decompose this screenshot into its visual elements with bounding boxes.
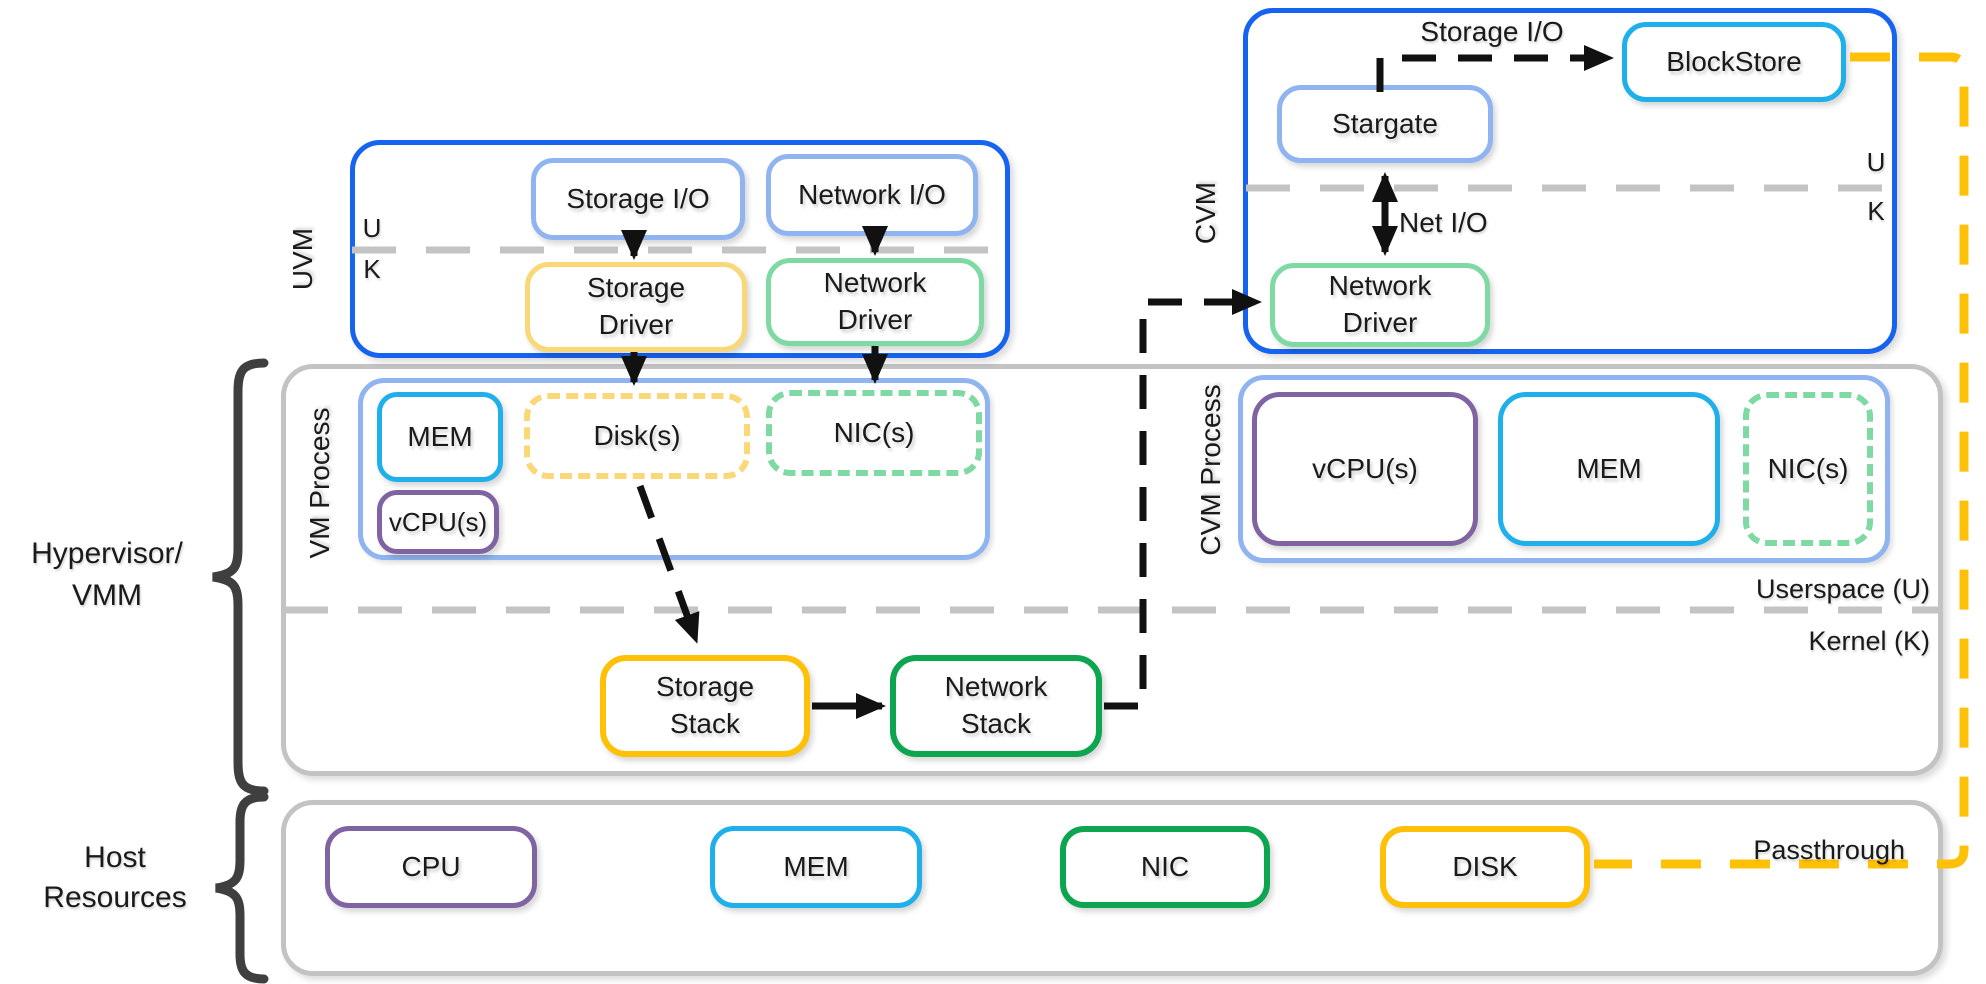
cvm-process-label: CVM Process bbox=[1195, 384, 1226, 556]
cvm-net-io-flow-label: Net I/O bbox=[1399, 207, 1488, 238]
host-disk-box: DISK bbox=[1380, 826, 1590, 908]
uvm-userspace-letter: U bbox=[362, 213, 382, 243]
cvm-vcpu-box: vCPU(s) bbox=[1252, 392, 1478, 546]
cvm-network-driver-box: Network Driver bbox=[1270, 263, 1490, 347]
userspace-label: Userspace (U) bbox=[1755, 574, 1930, 604]
vm-vcpu-box: vCPU(s) bbox=[377, 490, 499, 554]
host-nic-box: NIC bbox=[1060, 826, 1270, 908]
vm-disks-box: Disk(s) bbox=[524, 393, 750, 479]
uvm-network-driver-box: Network Driver bbox=[766, 258, 984, 346]
host-cpu-box: CPU bbox=[325, 826, 537, 908]
vm-process-label: VM Process bbox=[304, 407, 335, 559]
cvm-storage-io-flow-label: Storage I/O bbox=[1420, 16, 1564, 47]
host-resources-label: Host Resources bbox=[43, 841, 187, 914]
hypervisor-brace bbox=[212, 358, 269, 796]
storage-stack-box: Storage Stack bbox=[600, 655, 810, 757]
cvm-stargate-box: Stargate bbox=[1277, 85, 1493, 163]
cvm-kernel-letter: K bbox=[1867, 196, 1885, 226]
network-stack-box: Network Stack bbox=[890, 655, 1102, 757]
vm-nics-box: NIC(s) bbox=[766, 390, 982, 476]
cvm-blockstore-box: BlockStore bbox=[1622, 22, 1846, 102]
uvm-storage-driver-box: Storage Driver bbox=[525, 262, 747, 352]
cvm-label: CVM bbox=[1190, 181, 1221, 245]
vm-mem-box: MEM bbox=[377, 392, 503, 482]
uvm-label: UVM bbox=[287, 227, 318, 291]
hypervisor-label: Hypervisor/ VMM bbox=[31, 537, 183, 612]
uvm-kernel-letter: K bbox=[363, 254, 381, 284]
cvm-userspace-letter: U bbox=[1866, 147, 1886, 177]
uvm-storage-io-box: Storage I/O bbox=[531, 158, 745, 240]
uvm-network-io-box: Network I/O bbox=[766, 154, 978, 236]
cvm-mem-box: MEM bbox=[1498, 392, 1720, 546]
host-mem-box: MEM bbox=[710, 826, 922, 908]
passthrough-label: Passthrough bbox=[1753, 835, 1905, 865]
cvm-nics-box: NIC(s) bbox=[1743, 392, 1873, 546]
kernel-label: Kernel (K) bbox=[1808, 626, 1930, 656]
